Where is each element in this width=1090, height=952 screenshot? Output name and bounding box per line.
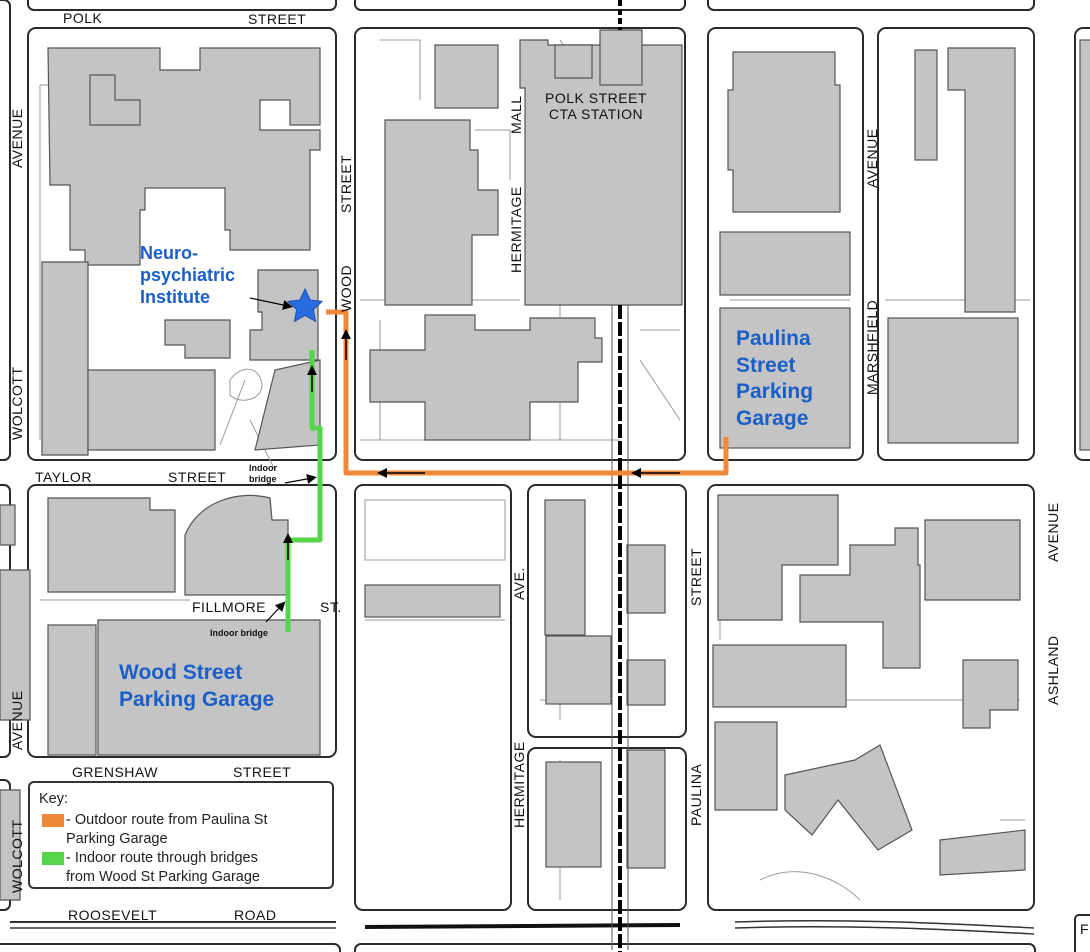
outdoor-route-paulina [326, 309, 729, 476]
roosevelt-road-label: ROOSEVELT [68, 907, 157, 923]
paulina-street-label: PAULINA [688, 763, 704, 826]
paulina-garage-label: Paulina [736, 327, 811, 350]
arrow-icon [249, 297, 293, 310]
taylor-street-label: TAYLOR [35, 469, 92, 485]
roosevelt-road-lines [10, 919, 1035, 935]
hermitage-ave-label: AVE. [511, 567, 527, 600]
edge-fragment-label: F [1080, 921, 1089, 937]
wood-street-label: STREET [338, 155, 354, 213]
cta-station-label: POLK STREET [545, 90, 647, 106]
indoor-bridge-label: Indoor [249, 463, 277, 473]
map-key: Key: - Outdoor route from Paulina St Par… [28, 781, 334, 889]
wood-garage-label: Parking Garage [119, 688, 274, 711]
wolcott-avenue-label: WOLCOTT [9, 820, 25, 894]
hermitage-mall-label: HERMITAGE [508, 186, 524, 273]
street-labels: POLK STREET TAYLOR STREET FILLMORE ST. G… [9, 10, 1089, 937]
place-labels: POLK STREET CTA STATION Neuro- psychiatr… [119, 90, 813, 711]
indoor-swatch [42, 852, 64, 865]
wood-garage-label: Wood Street [119, 661, 242, 684]
marshfield-avenue-label: AVENUE [864, 128, 880, 188]
npi-label: Institute [140, 287, 210, 307]
wolcott-avenue-label: AVENUE [9, 690, 25, 750]
roosevelt-road-label: ROAD [234, 907, 276, 923]
hermitage-ave-label: HERMITAGE [511, 741, 527, 828]
key-title: Key: [39, 791, 69, 807]
paulina-garage-label: Garage [736, 407, 808, 430]
paulina-street-label: STREET [688, 548, 704, 606]
key-item-label: - Outdoor route from Paulina St Parking … [66, 812, 268, 847]
route-direction-arrows [249, 297, 680, 623]
grenshaw-street-label: STREET [233, 764, 291, 780]
hermitage-mall-label: MALL [508, 95, 524, 134]
ashland-avenue-label: AVENUE [1045, 502, 1061, 562]
npi-label: Neuro- [140, 243, 198, 263]
cta-rail-line [611, 0, 629, 952]
outdoor-swatch [42, 814, 64, 827]
polk-street-label: POLK [63, 10, 103, 26]
paulina-garage-label: Parking [736, 380, 813, 403]
grenshaw-street-label: GRENSHAW [72, 764, 158, 780]
wolcott-avenue-label: AVENUE [9, 108, 25, 168]
fillmore-street-label: ST. [320, 599, 342, 615]
arrow-icon [284, 473, 317, 484]
ashland-avenue-label: ASHLAND [1045, 635, 1061, 705]
wood-street-label: WOOD [338, 265, 354, 312]
key-item-label: - Indoor route through bridges from Wood… [66, 850, 260, 885]
indoor-bridge-label: bridge [249, 474, 277, 484]
paulina-garage-label: Street [736, 354, 796, 377]
arrow-icon [265, 601, 286, 623]
indoor-bridge-label: Indoor bridge [210, 628, 268, 638]
buildings [0, 29, 1090, 901]
npi-label: psychiatric [140, 265, 235, 285]
taylor-street-label: STREET [168, 469, 226, 485]
polk-street-label: STREET [248, 11, 306, 27]
star-icon[interactable] [286, 287, 324, 323]
marshfield-avenue-label: MARSHFIELD [864, 300, 880, 395]
wolcott-avenue-label: WOLCOTT [9, 367, 25, 441]
cta-station-label: CTA STATION [549, 106, 643, 122]
fillmore-street-label: FILLMORE [192, 599, 266, 615]
